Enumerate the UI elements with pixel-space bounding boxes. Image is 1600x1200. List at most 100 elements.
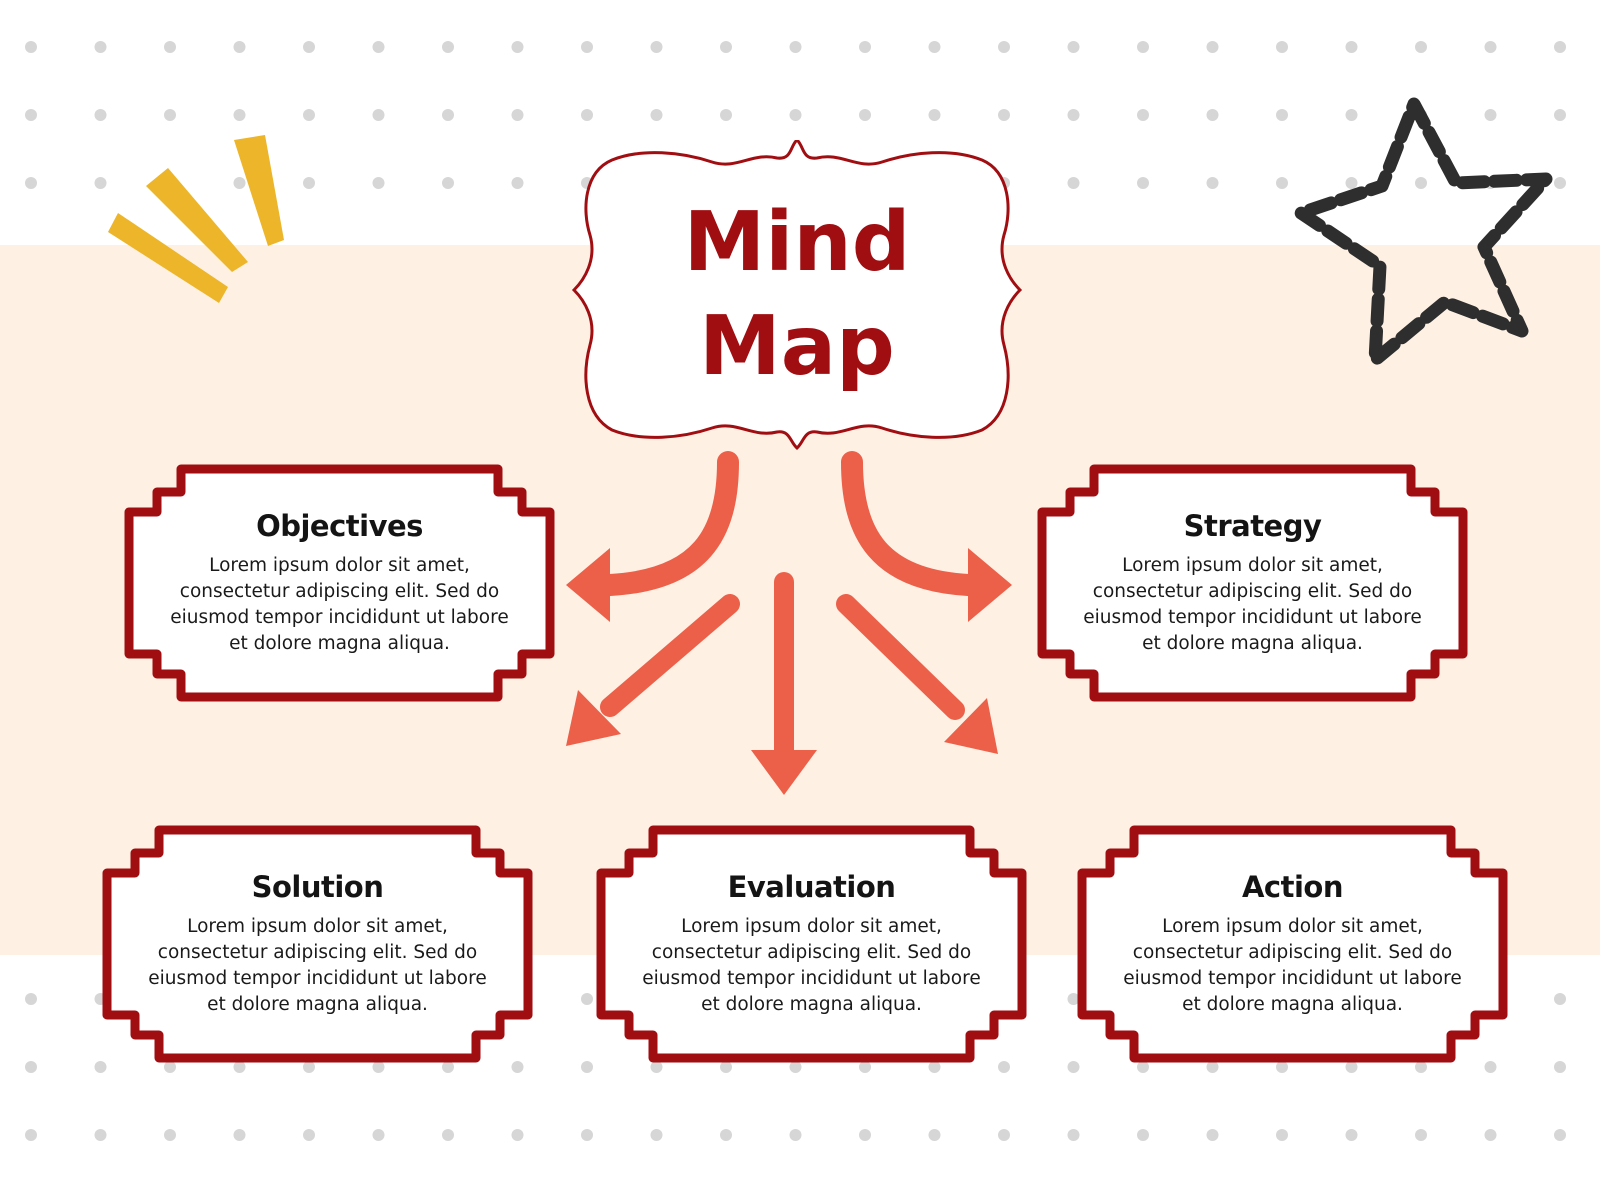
- background-dot: [511, 1129, 524, 1141]
- background-dot: [372, 177, 385, 189]
- background-dot: [25, 177, 37, 189]
- background-dot: [1067, 177, 1080, 189]
- background-dot: [928, 1129, 941, 1141]
- background-dot: [1276, 177, 1288, 189]
- arrow-to-objectives: [599, 451, 739, 596]
- background-dot: [1345, 1129, 1358, 1141]
- background-dot: [1554, 1129, 1566, 1141]
- background-dot: [1484, 1061, 1497, 1073]
- background-dot: [998, 1061, 1010, 1073]
- arrow-to-strategy-head: [968, 548, 1012, 622]
- background-dot: [1067, 109, 1080, 121]
- background-dot: [789, 109, 802, 121]
- central-node: Mind Map: [562, 140, 1032, 450]
- background-dot: [25, 1061, 37, 1073]
- background-dot: [164, 1129, 176, 1141]
- background-dot: [1067, 41, 1080, 53]
- background-dot: [859, 41, 871, 53]
- node-title: Action: [1241, 870, 1344, 904]
- background-dot: [789, 1129, 802, 1141]
- node-frame: [124, 464, 555, 702]
- background-dot: [233, 1061, 246, 1073]
- background-dot: [1137, 1129, 1149, 1141]
- background-dot: [581, 1129, 593, 1141]
- background-dot: [1067, 1129, 1080, 1141]
- background-dot: [1345, 41, 1358, 53]
- background-dot: [303, 177, 315, 189]
- node-frame: [1037, 464, 1468, 702]
- background-dot: [1554, 1061, 1566, 1073]
- background-dot: [1206, 1061, 1219, 1073]
- node-body: Lorem ipsum dolor sit amet, consectetur …: [1083, 555, 1422, 654]
- node-body: Lorem ipsum dolor sit amet, consectetur …: [1123, 916, 1462, 1015]
- background-dot: [372, 1061, 385, 1073]
- background-dot: [1345, 109, 1358, 121]
- background-dot: [511, 177, 524, 189]
- background-dot: [998, 41, 1010, 53]
- node-body: Lorem ipsum dolor sit amet, consectetur …: [170, 555, 509, 654]
- node-title: Objectives: [256, 509, 423, 543]
- background-dot: [1137, 1061, 1149, 1073]
- background-dot: [94, 1061, 107, 1073]
- background-dot: [25, 993, 37, 1005]
- background-dot: [1554, 109, 1566, 121]
- background-dot: [25, 41, 37, 53]
- background-dot: [303, 1129, 315, 1141]
- background-dot: [998, 1129, 1010, 1141]
- background-dot: [720, 1061, 732, 1073]
- background-dot: [650, 109, 663, 121]
- node-body: Lorem ipsum dolor sit amet, consectetur …: [148, 916, 487, 1015]
- node-frame: [1077, 825, 1508, 1063]
- background-dot: [303, 109, 315, 121]
- background-dot: [581, 109, 593, 121]
- node-strategy: Strategy Lorem ipsum dolor sit amet, con…: [1035, 462, 1470, 704]
- background-dot: [859, 1129, 871, 1141]
- background-dot: [442, 109, 454, 121]
- background-dot: [1067, 1061, 1080, 1073]
- background-dot: [1345, 1061, 1358, 1073]
- background-dot: [928, 109, 941, 121]
- background-dot: [1554, 177, 1566, 189]
- background-dot: [511, 41, 524, 53]
- background-dot: [928, 41, 941, 53]
- background-dot: [164, 1061, 176, 1073]
- arrow-to-solution-head: [566, 690, 621, 746]
- arrow-to-objectives-head: [566, 548, 610, 622]
- node-evaluation: Evaluation Lorem ipsum dolor sit amet, c…: [594, 823, 1029, 1065]
- background-dot: [442, 177, 454, 189]
- background-dot: [859, 1061, 871, 1073]
- arrow-to-evaluation-head: [751, 750, 817, 795]
- background-dot: [164, 109, 176, 121]
- central-title: Mind Map: [683, 195, 911, 394]
- background-dot: [650, 1061, 663, 1073]
- background-dot: [720, 109, 732, 121]
- background-dot: [442, 1129, 454, 1141]
- background-dot: [303, 41, 315, 53]
- arrow-to-strategy: [841, 451, 979, 596]
- background-dot: [1276, 109, 1288, 121]
- background-dot: [233, 41, 246, 53]
- node-action: Action Lorem ipsum dolor sit amet, conse…: [1075, 823, 1510, 1065]
- background-dot: [581, 993, 593, 1005]
- background-dot: [25, 1129, 37, 1141]
- arrow-to-action-head: [944, 698, 998, 754]
- connector-arrows: [566, 451, 1012, 795]
- background-dot: [650, 41, 663, 53]
- node-frame: [596, 825, 1027, 1063]
- central-cloud-frame: [571, 140, 1023, 450]
- background-dot: [1554, 41, 1566, 53]
- background-dot: [581, 1061, 593, 1073]
- background-dot: [94, 1129, 107, 1141]
- background-dot: [859, 109, 871, 121]
- background-dot: [233, 177, 246, 189]
- background-dot: [94, 177, 107, 189]
- background-dot: [25, 109, 37, 121]
- star-icon: [1294, 97, 1553, 367]
- background-dot: [372, 109, 385, 121]
- node-objectives: Objectives Lorem ipsum dolor sit amet, c…: [122, 462, 557, 704]
- background-dot: [233, 109, 246, 121]
- background-dot: [1415, 1129, 1427, 1141]
- background-dot: [511, 1061, 524, 1073]
- background-dot: [1276, 1061, 1288, 1073]
